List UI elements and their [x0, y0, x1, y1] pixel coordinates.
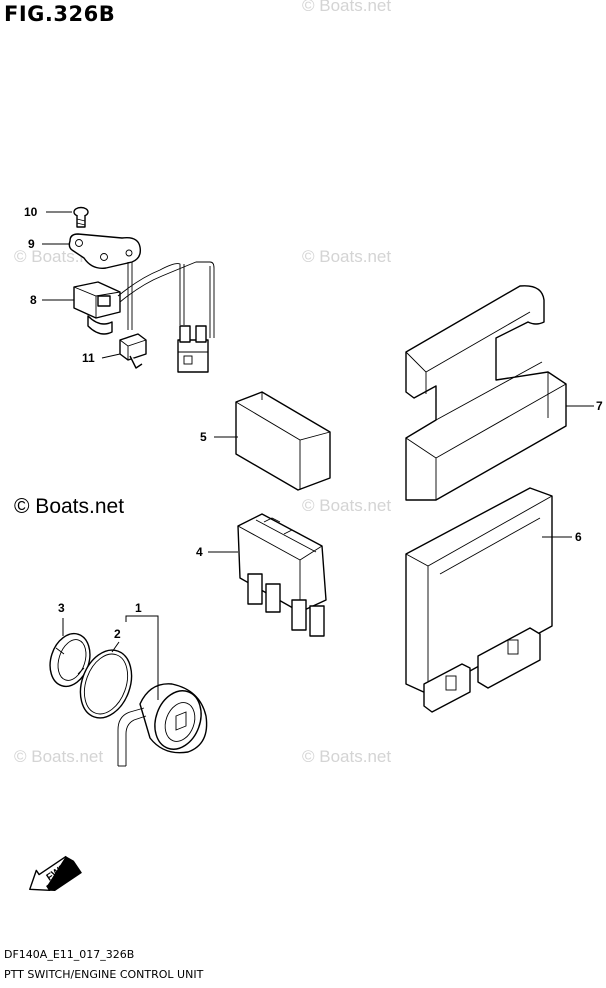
- callout-6: 6: [575, 530, 582, 544]
- figure-caption: PTT SWITCH/ENGINE CONTROL UNIT: [4, 968, 204, 981]
- figure-title: FIG.326B: [4, 2, 116, 26]
- watermark-prominent: © Boats.net: [14, 495, 125, 518]
- watermark-left-lower: © Boats.net: [14, 747, 104, 766]
- callout-4: 4: [196, 545, 203, 559]
- part-4-relay: [237, 513, 327, 637]
- part-8-trim-sensor: [73, 261, 215, 373]
- part-7-cover: [405, 285, 567, 501]
- callout-9: 9: [28, 237, 35, 251]
- model-code: DF140A_E11_017_326B: [4, 948, 135, 961]
- callout-10: 10: [24, 205, 38, 219]
- callout-2: 2: [114, 627, 121, 641]
- callout-3: 3: [58, 601, 65, 615]
- callout-1: 1: [135, 601, 142, 615]
- part-5-relay-cover: [235, 391, 331, 567]
- part-9-bracket: [68, 233, 142, 269]
- callout-11: 11: [82, 351, 95, 365]
- watermark-right-middle: © Boats.net: [302, 496, 392, 515]
- part-10-screw: [73, 206, 89, 228]
- watermark-right-upper: © Boats.net: [302, 247, 392, 266]
- part-11-clamp: [119, 333, 147, 369]
- callout-5: 5: [200, 430, 207, 444]
- callout-labels: 10 9 8 11 5 7 4 6 3 1 2: [24, 205, 603, 641]
- part-6-ecu: [405, 487, 553, 713]
- part-2-o-ring: [79, 649, 133, 719]
- forward-arrow-icon: FWD: [29, 855, 82, 892]
- callout-8: 8: [30, 293, 37, 307]
- part-1-ptt-switch: [117, 683, 208, 767]
- callout-7: 7: [596, 399, 603, 413]
- watermark-top: © Boats.net: [302, 0, 392, 15]
- watermark-right-lower: © Boats.net: [302, 747, 392, 766]
- leader-lines: [42, 211, 594, 700]
